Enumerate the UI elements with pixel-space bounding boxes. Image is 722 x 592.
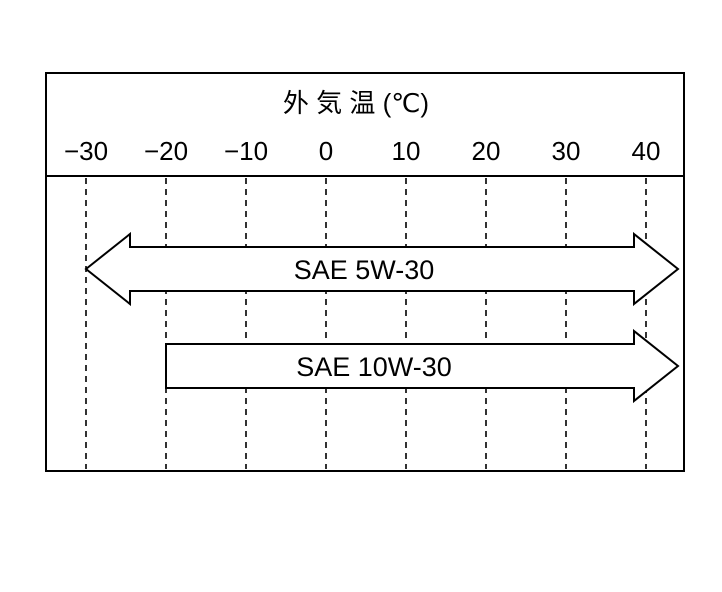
chart-frame — [45, 72, 685, 472]
right-arrow-range — [165, 328, 680, 404]
temperature-tick-label: 30 — [552, 136, 581, 166]
double-arrow-range — [84, 231, 680, 307]
oil-grade-label: SAE 5W-30 — [294, 255, 435, 285]
oil-grade-label: SAE 10W-30 — [296, 352, 452, 382]
temperature-tick-label: −10 — [224, 136, 268, 166]
temperature-axis: −30 −20 −10 0 10 20 30 40 — [64, 136, 661, 166]
temperature-gridlines — [85, 178, 647, 469]
temperature-tick-label: −30 — [64, 136, 108, 166]
temperature-tick-label: 10 — [392, 136, 421, 166]
temperature-tick-label: 40 — [632, 136, 661, 166]
temperature-tick-label: 0 — [319, 136, 333, 166]
temperature-tick-label: 20 — [472, 136, 501, 166]
chart-title: 外 気 温 (℃) — [283, 88, 429, 118]
temperature-tick-label: −20 — [144, 136, 188, 166]
